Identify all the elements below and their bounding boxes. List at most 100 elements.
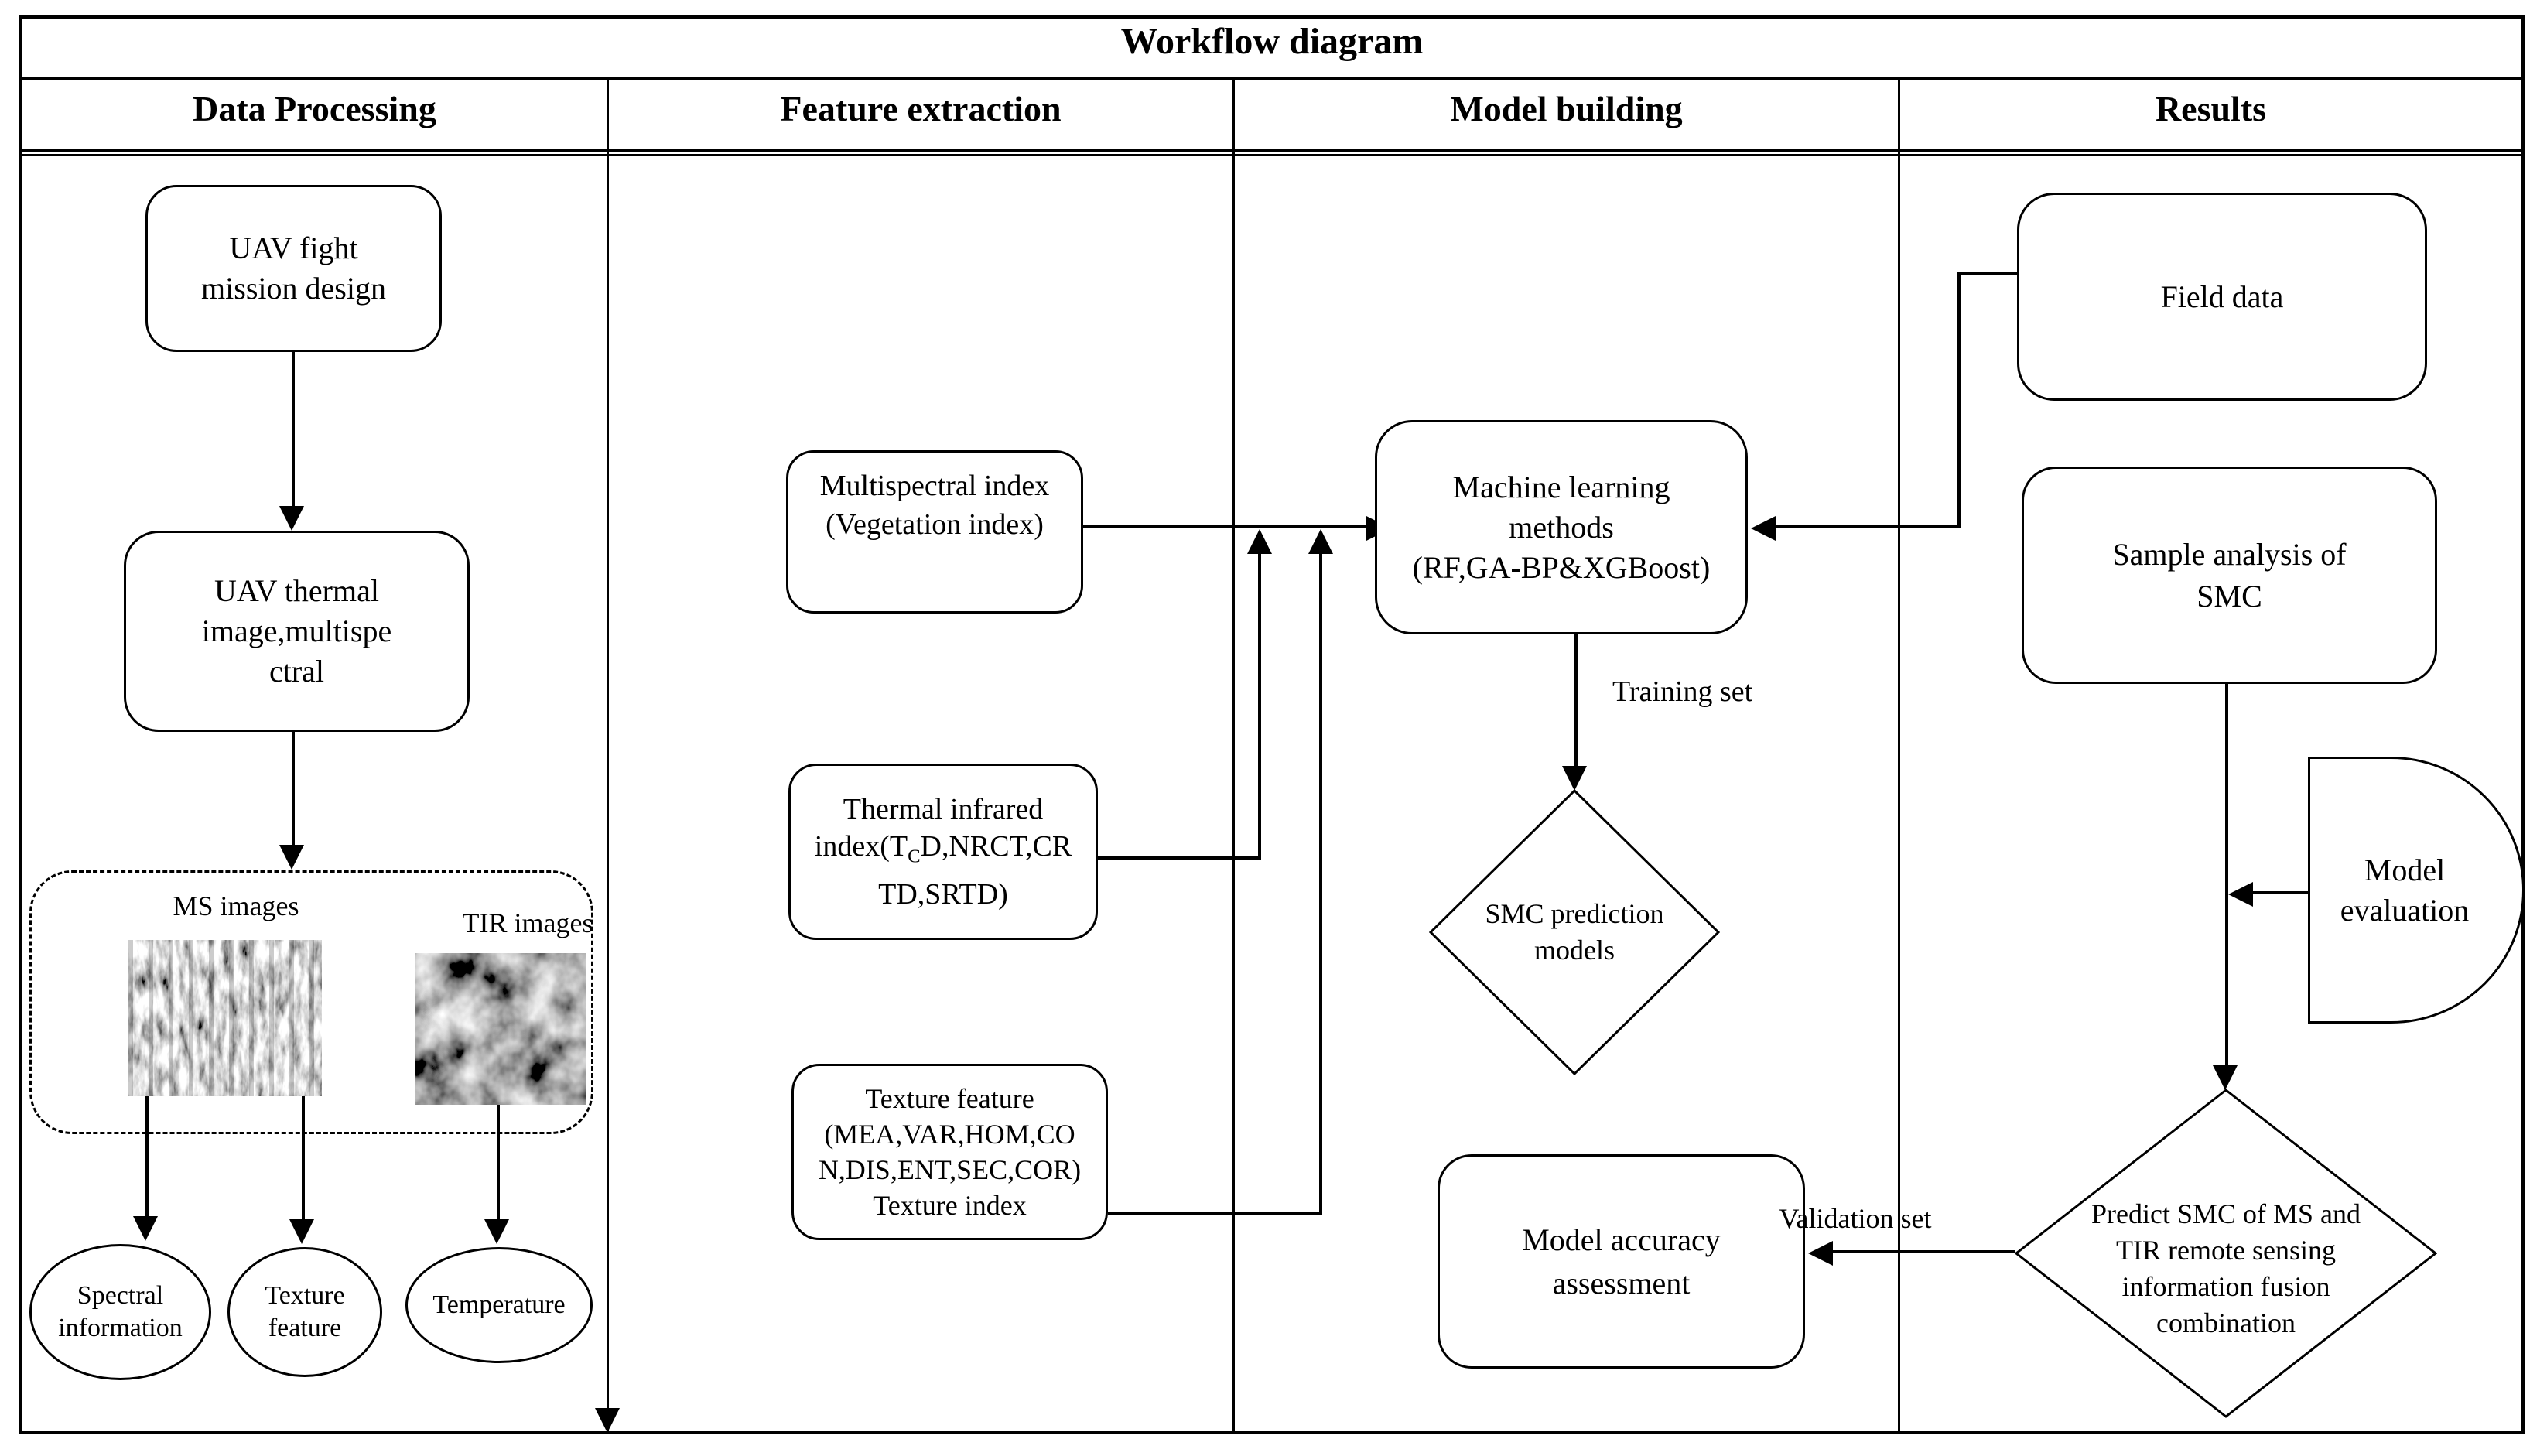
column-header-model-building: Model building <box>1450 89 1683 128</box>
tir-noise-svg <box>415 953 586 1105</box>
node-text-line: UAV thermal <box>214 573 379 608</box>
connector-line <box>292 732 295 846</box>
node-machine-learning-methods: Machine learning methods (RF,GA-BP&XGBoo… <box>1375 420 1748 634</box>
node-text-line: (Vegetation index) <box>826 508 1044 541</box>
arrow-up-icon <box>1247 529 1272 554</box>
node-text-line: (RF,GA-BP&XGBoost) <box>1412 549 1711 585</box>
node-text-segment: D,NRCT,CR <box>920 830 1072 863</box>
node-text-line: Model accuracy <box>1522 1222 1721 1257</box>
connector-line <box>1833 1250 2015 1253</box>
ms-noise-svg <box>128 940 322 1096</box>
node-text-line: Sample analysis of <box>2112 536 2347 572</box>
column-divider-1 <box>607 80 609 1434</box>
title-separator-line <box>22 77 2521 80</box>
node-text-line: UAV fight <box>229 231 358 265</box>
node-text-line: N,DIS,ENT,SEC,COR) <box>818 1154 1082 1185</box>
ellipse-spectral-information: Spectral information <box>29 1244 211 1380</box>
connector-line <box>1083 525 1369 528</box>
node-sample-analysis-smc: Sample analysis of SMC <box>2022 467 2437 684</box>
node-text-line: evaluation <box>2340 892 2470 928</box>
node-text-line: Multispectral index <box>819 470 1050 502</box>
diamond-predict-smc-text: Predict SMC of MS and TIR remote sensing… <box>2015 1089 2437 1418</box>
ellipse-texture-feature: Texture feature <box>227 1247 382 1377</box>
diamond-predict-smc-shape <box>2015 1089 2437 1418</box>
node-text-line: combination <box>2156 1307 2296 1338</box>
node-text-line: Temperature <box>432 1290 566 1319</box>
node-text-line: mission design <box>201 271 386 306</box>
training-set-label: Training set <box>1612 675 1753 708</box>
ms-texture-image <box>128 940 322 1096</box>
diamond-smc-prediction-shape <box>1429 789 1720 1075</box>
column-header-results: Results <box>2155 89 2267 128</box>
ellipse-temperature: Temperature <box>405 1247 593 1363</box>
connector-line <box>497 1105 500 1221</box>
arrow-down-icon <box>133 1216 158 1241</box>
arrow-down-icon <box>2213 1065 2238 1090</box>
arrow-left-icon <box>1751 516 1776 541</box>
arrow-up-icon <box>1308 529 1333 554</box>
connector-line <box>1574 634 1578 767</box>
diagram-title: Workflow diagram <box>1120 21 1424 62</box>
arrow-left-icon <box>1808 1241 1833 1266</box>
connector-line <box>1108 1212 1322 1215</box>
column-header-data-processing: Data Processing <box>193 89 436 128</box>
connector-line <box>145 1096 149 1218</box>
header-separator-line <box>22 149 2521 156</box>
node-text-line: SMC <box>2197 578 2262 614</box>
arrow-down-icon <box>279 506 304 531</box>
connector-line <box>302 1096 305 1221</box>
diagram-border <box>19 15 2525 1434</box>
node-text-line: index(TCD,NRCT,CR <box>815 828 1072 876</box>
column-divider-2 <box>1232 80 1235 1434</box>
node-uav-flight-mission-design: UAV fight mission design <box>145 185 442 352</box>
node-text-line: image,multispe <box>201 614 392 648</box>
connector-line <box>2253 891 2308 894</box>
node-uav-thermal-multispectral: UAV thermal image,multispe ctral <box>124 531 470 732</box>
node-text-segment: index(T <box>814 830 908 863</box>
node-text-line: (MEA,VAR,HOM,CO <box>824 1119 1075 1150</box>
node-text-line: Field data <box>2160 279 2284 314</box>
node-text-line: methods <box>1509 509 1614 545</box>
arrow-down-icon <box>484 1219 509 1244</box>
connector-line <box>1957 272 2017 275</box>
arrow-down-icon <box>595 1408 620 1433</box>
node-text-line: Model <box>2364 852 2446 887</box>
connector-line <box>1258 551 1261 860</box>
arrow-down-icon <box>289 1219 314 1244</box>
node-thermal-infrared-index: Thermal infrared index(TCD,NRCT,CR TD,SR… <box>788 764 1098 940</box>
tir-images-label: TIR images <box>462 907 593 938</box>
node-text-line: Texture feature <box>865 1083 1034 1114</box>
connector-line <box>1098 856 1261 860</box>
dashed-image-group <box>29 870 593 1134</box>
node-text-line: Texture index <box>873 1190 1027 1221</box>
column-header-feature-extraction: Feature extraction <box>780 89 1062 128</box>
arrow-down-icon <box>279 845 304 870</box>
connector-line <box>2225 684 2228 1067</box>
node-text-line: information <box>58 1314 183 1342</box>
node-text-line: Texture <box>265 1281 345 1310</box>
arrow-left-icon <box>2228 882 2253 907</box>
node-field-data: Field data <box>2017 193 2427 401</box>
arrow-down-icon <box>1562 766 1587 791</box>
node-text-line: TIR remote sensing <box>2116 1235 2336 1266</box>
connector-line <box>1319 551 1322 1215</box>
node-text-line: Spectral <box>77 1281 164 1310</box>
ms-images-label: MS images <box>173 890 299 921</box>
node-text-line: SMC prediction <box>1485 898 1664 929</box>
node-text-line: models <box>1534 935 1615 966</box>
node-model-accuracy-assessment: Model accuracy assessment <box>1438 1154 1805 1369</box>
ms-stripe-overlay <box>128 940 322 1096</box>
node-text-line: Predict SMC of MS and <box>2091 1198 2361 1229</box>
node-text-line: information fusion <box>2121 1271 2330 1302</box>
node-text-line: Thermal infrared <box>843 793 1044 826</box>
connector-line <box>1957 272 1961 528</box>
node-text-line: TD,SRTD) <box>878 877 1008 911</box>
column-divider-3 <box>1898 80 1900 1434</box>
connector-line <box>1776 525 1961 528</box>
node-text-line: Machine learning <box>1452 469 1670 504</box>
node-text-line: feature <box>268 1314 342 1342</box>
node-text-line: assessment <box>1552 1265 1691 1300</box>
connector-line <box>292 352 295 508</box>
node-multispectral-index: Multispectral index (Vegetation index) <box>786 450 1083 614</box>
node-text-subscript: C <box>908 846 921 867</box>
